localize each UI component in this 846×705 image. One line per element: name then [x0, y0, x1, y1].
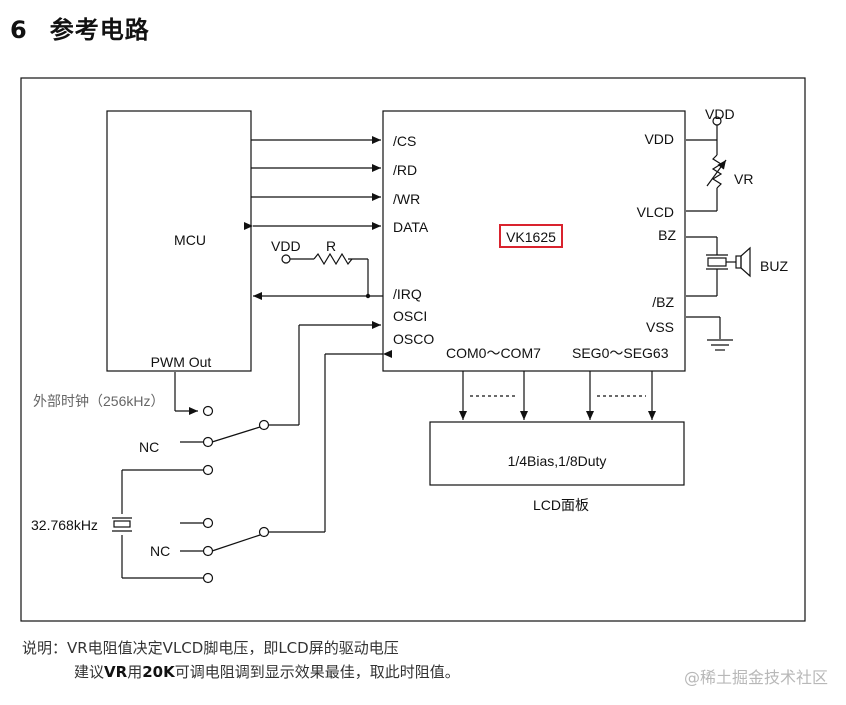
crystal-terminal-bottom [202, 572, 214, 584]
pin-osco: OSCO [393, 331, 434, 347]
chip-box [382, 110, 686, 372]
explanation-note: 说明：VR电阻值决定VLCD脚电压，即LCD屏的驱动电压 建议VR用20K可调电… [22, 636, 460, 684]
pin-data: DATA [393, 219, 429, 235]
nc2-label: NC [150, 543, 170, 559]
mcu-box [106, 110, 252, 372]
vr-adjust-arrow [706, 159, 727, 187]
vr-vdd-label: VDD [705, 106, 735, 122]
pwm-out-label: PWM Out [151, 354, 212, 370]
pin-vlcd: VLCD [637, 204, 674, 220]
vr-label: VR [734, 171, 753, 187]
crystal-body [113, 520, 131, 528]
section-number: 6 [10, 16, 28, 44]
pin-vss: VSS [646, 319, 674, 335]
pin-com: COM0～COM7 [446, 345, 541, 361]
pin-nbz: /BZ [652, 294, 674, 310]
outer-frame [20, 77, 806, 622]
buz-label: BUZ [760, 258, 788, 274]
pullup-vdd-terminal [281, 254, 291, 264]
switch-arm-1 [211, 426, 261, 443]
crystal-terminal-mid [202, 517, 214, 529]
pin-osci: OSCI [393, 308, 427, 324]
irq-junction [365, 293, 371, 299]
pullup-vdd-label: VDD [271, 238, 301, 254]
note-line-1: 说明：VR电阻值决定VLCD脚电压，即LCD屏的驱动电压 [22, 639, 399, 657]
pin-irq: /IRQ [393, 286, 422, 302]
pin-wr: /WR [393, 191, 420, 207]
pin-seg: SEG0～SEG63 [572, 345, 669, 361]
lcd-panel-label: LCD面板 [533, 497, 589, 513]
crystal-label: 32.768kHz [31, 517, 98, 533]
speaker-magnet [735, 255, 742, 269]
pin-cs: /CS [393, 133, 416, 149]
vr-vdd-terminal [712, 116, 722, 126]
mcu-label: MCU [174, 232, 206, 248]
lcd-driver-box [429, 421, 685, 486]
section-title: 参考电路 [49, 16, 150, 44]
ext-clock-terminal [202, 405, 214, 417]
crystal-terminal-top [202, 464, 214, 476]
osci-switch-terminal [258, 419, 270, 431]
pullup-r-label: R [326, 238, 336, 254]
note-line-2: 建议VR用20K可调电阻调到显示效果最佳，取此时阻值。 [74, 663, 460, 681]
osco-switch-terminal [258, 526, 270, 538]
section-heading: 6 参考电路 [10, 10, 150, 45]
buz-body [707, 257, 727, 267]
nc2-terminal [202, 545, 214, 557]
pin-rd: /RD [393, 162, 417, 178]
pin-bz: BZ [658, 227, 676, 243]
chip-name-highlight [499, 224, 563, 248]
nc1-label: NC [139, 439, 159, 455]
lcd-driver-label: 1/4Bias,1/8Duty [508, 453, 607, 469]
chip-name: VK1625 [506, 229, 556, 245]
switch-arm-2 [211, 534, 261, 552]
speaker-cone [740, 246, 751, 278]
pin-vdd: VDD [644, 131, 674, 147]
nc1-terminal [202, 436, 214, 448]
watermark: @稀土掘金技术社区 [683, 668, 828, 687]
ext-clock-label: 外部时钟（256kHz） [33, 393, 164, 409]
pullup-resistor [313, 252, 353, 266]
